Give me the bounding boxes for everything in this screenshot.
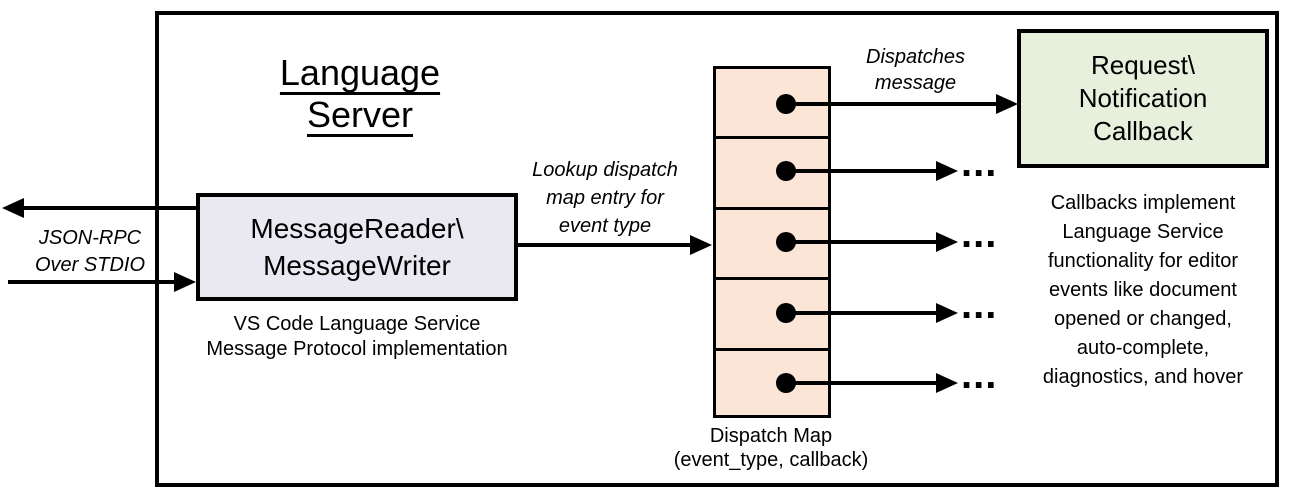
callbacks-note-line6: auto-complete, bbox=[1076, 337, 1210, 359]
dispatch-arrow-3-head-icon bbox=[936, 232, 958, 252]
lookup-arrowhead-icon bbox=[690, 235, 712, 255]
callback-box-line1: Request\ bbox=[1090, 50, 1196, 80]
dispatch-map-separator bbox=[716, 207, 828, 210]
dispatch-map-label-line2: (event_type, callback) bbox=[673, 449, 869, 471]
dispatch-arrow-1-head-icon bbox=[996, 94, 1018, 114]
dispatch-arrow-5-shaft bbox=[786, 381, 938, 385]
dispatch-arrow-2-head-icon bbox=[936, 161, 958, 181]
dispatch-arrow-5-head-icon bbox=[936, 373, 958, 393]
dispatch-map-label: Dispatch Map (event_type, callback) bbox=[640, 424, 902, 472]
callbacks-note-line1: Callbacks implement bbox=[1050, 192, 1236, 214]
reader-caption-line1: VS Code Language Service bbox=[233, 313, 481, 335]
dispatch-arrow-4-head-icon bbox=[936, 303, 958, 323]
callbacks-note-line5: opened or changed, bbox=[1054, 308, 1232, 330]
callbacks-note-line2: Language Service bbox=[1062, 221, 1224, 243]
ellipsis: ... bbox=[961, 141, 998, 185]
ellipsis: ... bbox=[961, 212, 998, 256]
json-rpc-outbound-arrowhead-icon bbox=[2, 198, 24, 218]
reader-box-line2: MessageWriter bbox=[263, 250, 451, 281]
io-protocol-label: JSON-RPC Over STDIO bbox=[15, 225, 165, 279]
ellipsis: ... bbox=[961, 283, 998, 327]
dispatch-map-separator bbox=[716, 277, 828, 280]
io-protocol-label-line2: Over STDIO bbox=[34, 254, 145, 276]
message-reader-writer-box: MessageReader\ MessageWriter bbox=[196, 193, 518, 301]
callbacks-note-line7: diagnostics, and hover bbox=[1042, 366, 1244, 388]
dispatch-arrow-2-shaft bbox=[786, 169, 938, 173]
dispatch-map-separator bbox=[716, 136, 828, 139]
dispatches-label: Dispatches message bbox=[833, 44, 998, 96]
dispatches-label-line1: Dispatches bbox=[866, 46, 965, 68]
callback-box-line3: Callback bbox=[1093, 116, 1193, 146]
dispatch-map-label-line1: Dispatch Map bbox=[709, 425, 833, 447]
dispatch-map-separator bbox=[716, 348, 828, 351]
json-rpc-inbound-arrow-shaft bbox=[8, 280, 176, 284]
lookup-arrow-shaft bbox=[518, 243, 692, 247]
dispatch-arrow-1-shaft bbox=[786, 102, 998, 106]
dispatch-arrow-4-shaft bbox=[786, 311, 938, 315]
reader-caption-line2: Message Protocol implementation bbox=[206, 338, 508, 360]
diagram-title: Language Server bbox=[279, 52, 441, 135]
reader-box-line1: MessageReader\ bbox=[250, 213, 464, 244]
io-protocol-label-line1: JSON-RPC bbox=[38, 227, 142, 249]
callbacks-note-line3: functionality for editor bbox=[1047, 250, 1239, 272]
lookup-label-line1: Lookup dispatch bbox=[532, 159, 678, 181]
dispatch-arrow-3-shaft bbox=[786, 240, 938, 244]
reader-box-caption: VS Code Language Service Message Protoco… bbox=[157, 312, 557, 362]
dispatches-label-line2: message bbox=[874, 72, 957, 94]
lookup-label-line3: event type bbox=[558, 215, 652, 237]
lookup-label: Lookup dispatch map entry for event type bbox=[500, 156, 710, 240]
callbacks-note-line4: events like document bbox=[1049, 279, 1237, 301]
ellipsis: ... bbox=[961, 353, 998, 397]
json-rpc-outbound-arrow-shaft bbox=[24, 206, 196, 210]
lookup-label-line2: map entry for bbox=[546, 187, 664, 209]
callback-box-line2: Notification bbox=[1078, 83, 1208, 113]
request-notification-callback-box: Request\ Notification Callback bbox=[1017, 29, 1269, 168]
callbacks-note: Callbacks implement Language Service fun… bbox=[1015, 189, 1271, 392]
json-rpc-inbound-arrowhead-icon bbox=[174, 272, 196, 292]
